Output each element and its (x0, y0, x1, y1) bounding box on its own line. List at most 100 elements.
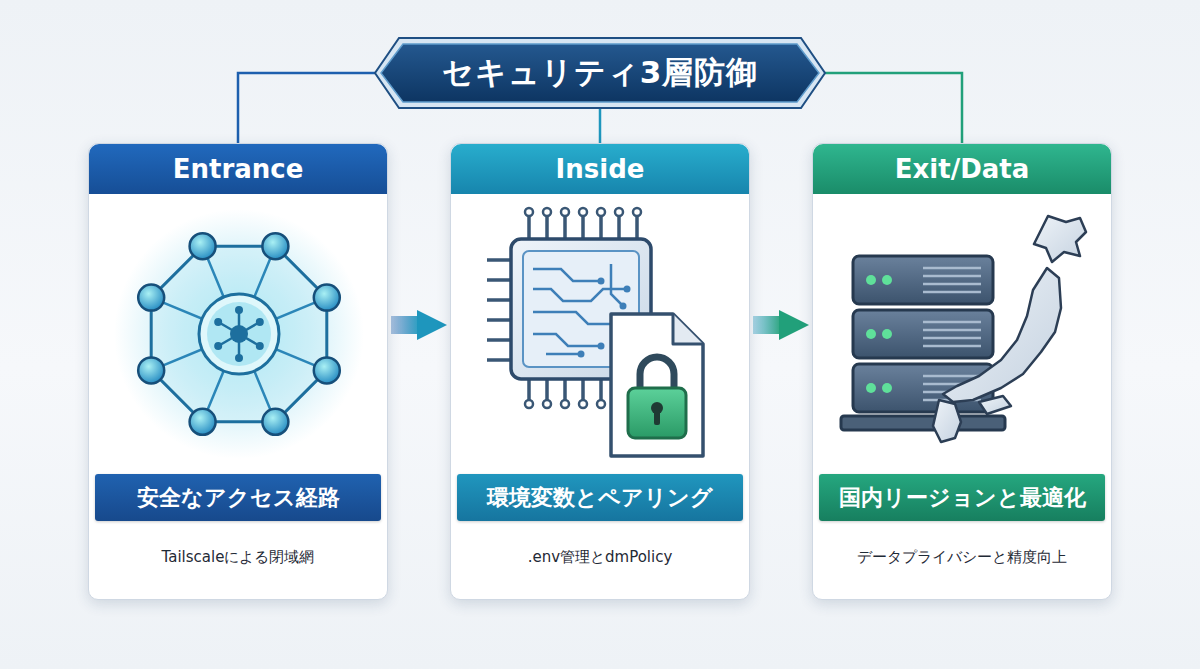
server-japan-icon-part-part (923, 275, 981, 278)
chip-lock-icon-part-part (633, 208, 641, 216)
chip-lock-icon-part-part (598, 343, 605, 350)
panel-header: Exit/Data (813, 144, 1111, 194)
network-icon-part-part (256, 342, 264, 350)
server-japan-icon (813, 194, 1113, 474)
chip-lock-icon-part-part (561, 400, 569, 408)
bracket-line (599, 108, 602, 143)
server-japan-icon-part-part (933, 400, 961, 442)
chip-lock-icon-part (640, 357, 674, 390)
network-icon-part-part (256, 318, 264, 326)
bracket-line (238, 73, 375, 143)
flow-arrow (391, 316, 417, 334)
chip-lock-icon (451, 194, 751, 474)
server-japan-icon-part-part (853, 310, 993, 358)
network-icon-part-part (314, 357, 340, 383)
network-icon-part (230, 325, 248, 343)
network-icon-part-part (235, 354, 243, 362)
network-icon-part (199, 294, 279, 374)
server-japan-icon-part-part (841, 416, 1005, 430)
network-icon-part-part (190, 233, 216, 259)
server-japan-icon-part-part (866, 383, 876, 393)
chip-lock-icon-part-part (525, 208, 533, 216)
label-text: 安全なアクセス経路 (129, 483, 348, 513)
server-japan-icon-part-part (943, 268, 1061, 402)
title-banner: セキュリティ3層防御 (375, 38, 825, 108)
panel-caption: データプライバシーと精度向上 (813, 548, 1111, 567)
layer-panel: データプライバシーと精度向上 Exit/Data 国内リージョンと最適化 (812, 143, 1112, 600)
server-japan-icon-part-part (923, 345, 981, 348)
network-icon-part-part (190, 409, 216, 435)
chip-lock-icon-part (673, 314, 703, 344)
chip-lock-icon-part-part (615, 208, 623, 216)
chip-lock-icon-part-part (579, 208, 587, 216)
server-japan-icon-part (933, 216, 1086, 442)
server-japan-icon-part-part (923, 337, 981, 340)
server-japan-icon-part (866, 275, 892, 393)
network-icon-part-part (262, 233, 288, 259)
chip-lock-icon-part-part (533, 312, 616, 324)
banner-shape-part (381, 44, 819, 102)
network-icon-part-part (235, 306, 243, 314)
network-icon (89, 194, 389, 474)
server-japan-icon-part-part (882, 329, 892, 339)
panel-caption: Tailscaleによる閉域網 (89, 548, 387, 567)
network-icon-part (214, 306, 264, 362)
label-band: 環境変数とペアリング (457, 474, 743, 521)
flow-arrow (753, 316, 779, 334)
network-icon-part-part (262, 409, 288, 435)
panel-header: Entrance (89, 144, 387, 194)
network-icon-part (207, 302, 271, 366)
title-text: セキュリティ3層防御 (434, 52, 767, 94)
network-icon-part (151, 246, 327, 422)
label-band: 国内リージョンと最適化 (819, 474, 1105, 521)
layer-panel: .env管理とdmPolicy Inside 環境変数とペアリング (450, 143, 750, 600)
network-icon-part-part (214, 318, 222, 326)
label-text: Entrance (165, 154, 312, 184)
network-icon-part-part (314, 285, 340, 311)
chip-lock-icon-part-part (543, 208, 551, 216)
server-japan-icon-part-part (1034, 216, 1086, 262)
label-text: 国内リージョンと最適化 (831, 483, 1094, 513)
chip-lock-icon-part-part (578, 351, 585, 358)
panel-caption: .env管理とdmPolicy (451, 548, 749, 567)
label-band: 安全なアクセス経路 (95, 474, 381, 521)
server-japan-icon-part-part (923, 291, 981, 294)
network-icon-part-part (138, 357, 164, 383)
network-icon-part-part (138, 285, 164, 311)
server-japan-icon-part-part (923, 321, 981, 324)
server-japan-icon-part-part (979, 396, 1011, 414)
chip-lock-icon-part-part (597, 208, 605, 216)
label-text: Inside (548, 154, 653, 184)
network-icon-part (151, 246, 327, 422)
chip-lock-icon-part-part (533, 334, 601, 346)
network-icon-part (138, 233, 340, 435)
chip-lock-icon-part (611, 314, 703, 456)
chip-lock-icon-part-part (533, 269, 601, 281)
network-icon-part (218, 310, 260, 358)
server-japan-icon-part-part (882, 383, 892, 393)
banner-shape-part (375, 38, 825, 108)
server-japan-icon-part-part (923, 267, 981, 270)
chip-lock-icon-part-part (525, 400, 533, 408)
server-japan-icon-part-part (923, 329, 981, 332)
chip-lock-icon-part-part (543, 400, 551, 408)
chip-lock-icon-part (654, 410, 660, 425)
network-icon-part (114, 209, 364, 459)
chip-lock-icon-part-part (561, 208, 569, 216)
server-japan-icon-part-part (882, 275, 892, 285)
chip-lock-icon-part-part (624, 286, 631, 293)
label-text: Exit/Data (887, 154, 1037, 184)
chip-lock-icon-part-part (597, 400, 605, 408)
network-icon-part-part (214, 342, 222, 350)
chip-lock-icon-part-part (546, 353, 581, 356)
server-japan-icon-part-part (866, 329, 876, 339)
server-japan-icon-part-part (923, 283, 981, 286)
server-japan-icon-part-part (853, 256, 993, 304)
server-japan-icon-part-part (923, 375, 981, 378)
layer-panel: Tailscaleによる閉域網 Entrance 安全なアクセス経路 (88, 143, 388, 600)
chip-lock-icon-part-part (579, 400, 587, 408)
chip-lock-icon-part-part (620, 303, 627, 310)
chip-lock-icon-part (628, 388, 686, 438)
chip-lock-icon-part-part (611, 264, 623, 306)
